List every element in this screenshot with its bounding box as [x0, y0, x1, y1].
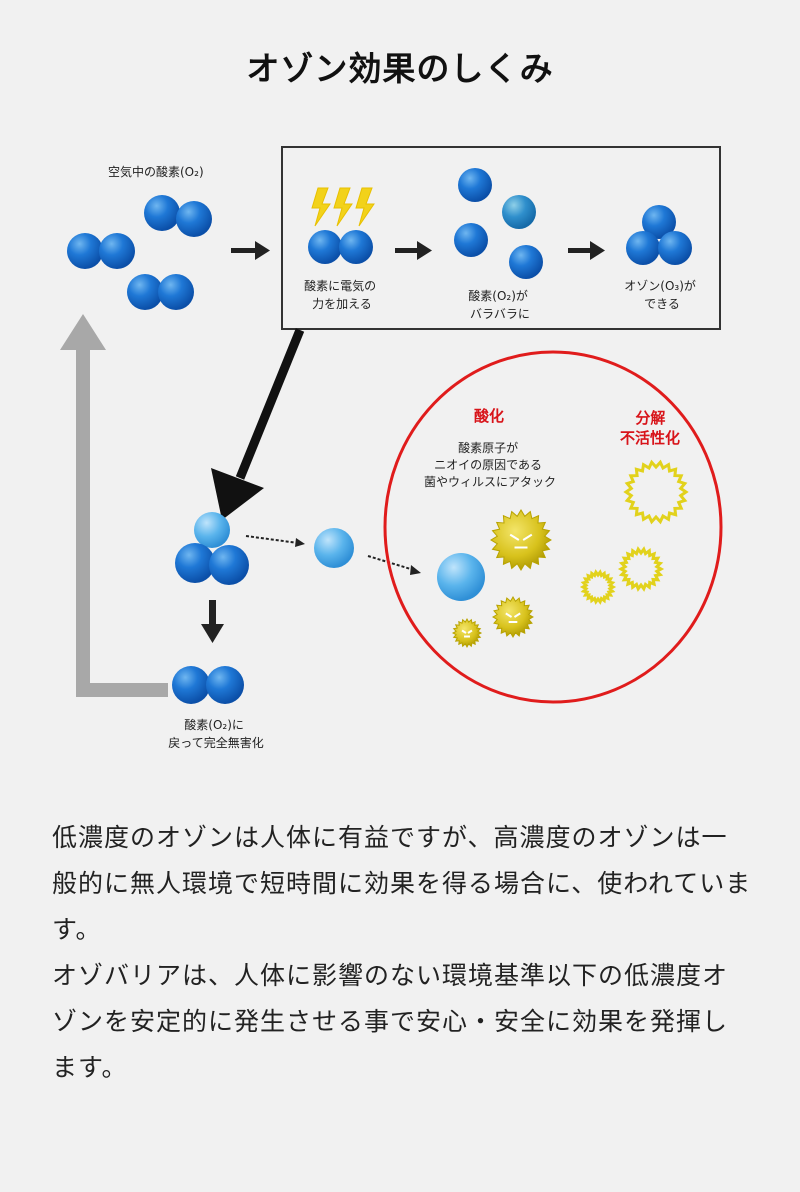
germ-icon: [492, 596, 534, 638]
dotted-arrow-icon: [367, 555, 421, 575]
germ-group: [451, 509, 552, 649]
description-text: 低濃度のオゾンは人体に有益ですが、高濃度のオゾンは一般的に無人環境で短時間に効果…: [52, 815, 752, 1091]
process-box: [281, 146, 721, 330]
oxygen-atoms-separated: [454, 168, 543, 279]
dotted-arrow-icon: [245, 535, 305, 547]
oxygen-atom-free: [314, 528, 354, 568]
air-oxygen-label: 空気中の酸素(O₂): [108, 164, 204, 179]
arrow-right-icon: [568, 241, 605, 260]
reaction-circle: [383, 350, 723, 704]
arrow-right-icon: [231, 241, 270, 260]
oxidation-title: 酸化: [474, 407, 504, 425]
decomposed-germ-group: [579, 459, 689, 605]
step2-label: 酸素(O₂)が バラバラに: [468, 288, 531, 321]
germ-icon: [451, 617, 483, 649]
decomposed-germ-icon: [579, 569, 617, 605]
arrow-down-icon: [201, 600, 224, 643]
germ-icon: [490, 509, 552, 571]
paragraph: オゾバリアは、人体に影響のない環境基準以下の低濃度オゾンを安定的に発生させる事で…: [52, 961, 729, 1082]
oxidation-desc: 酸素原子が ニオイの原因である 菌やウィルスにアタック: [424, 440, 556, 489]
lightning-icon: [311, 187, 375, 227]
decompose-title: 分解 不活性化: [620, 409, 680, 447]
germ-face: [505, 612, 521, 624]
page-title: オゾン効果のしくみ: [246, 49, 554, 88]
ozone-molecule-reacting: [175, 512, 249, 585]
oxygen-atom-attacking: [437, 553, 485, 601]
oxygen-molecule: [144, 195, 212, 237]
oxygen-molecule: [172, 666, 244, 704]
oxygen-molecule: [308, 230, 373, 264]
germ-face: [461, 629, 473, 638]
ozone-molecule: [626, 205, 692, 265]
ozone-mechanism-diagram: 空気中の酸素(O₂) 酸素に電気の 力を加える: [60, 146, 723, 750]
step3-label: オゾン(O₃)が できる: [624, 278, 699, 311]
arrow-down-left-icon: [211, 328, 305, 520]
germ-face: [509, 533, 533, 549]
oxygen-molecule: [127, 274, 194, 310]
return-label: 酸素(O₂)に 戻って完全無害化: [168, 717, 263, 750]
decomposed-germ-icon: [623, 459, 689, 525]
step1-label: 酸素に電気の 力を加える: [304, 278, 380, 311]
arrow-right-icon: [395, 241, 432, 260]
return-arrow-icon: [60, 314, 168, 697]
paragraph: 低濃度のオゾンは人体に有益ですが、高濃度のオゾンは一般的に無人環境で短時間に効果…: [52, 823, 752, 944]
oxygen-molecule: [67, 233, 135, 269]
decomposed-germ-icon: [617, 546, 665, 592]
